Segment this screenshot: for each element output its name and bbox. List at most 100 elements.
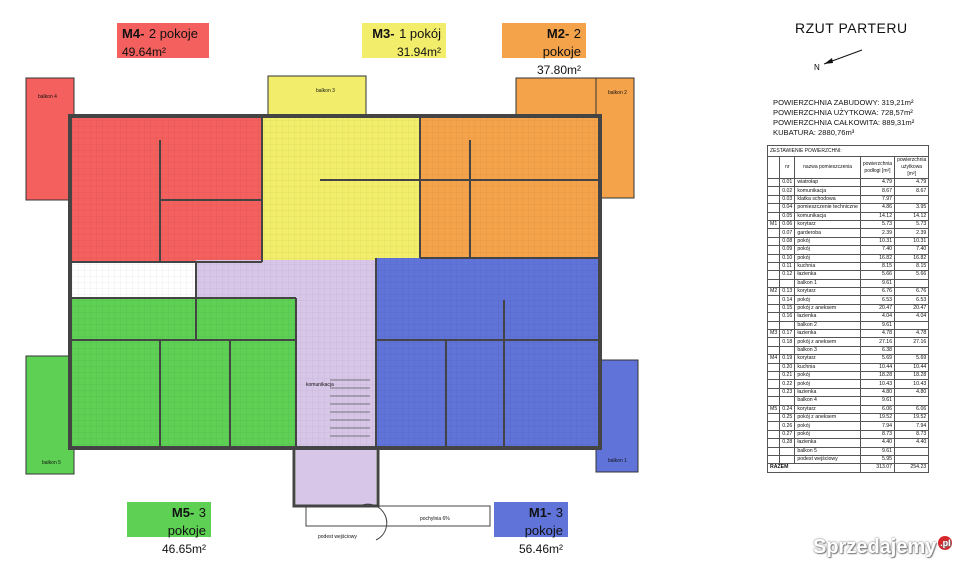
cell-b: 4.04	[894, 312, 930, 322]
table-title: ZESTAWIENIE POWIERZCHNI:	[766, 145, 930, 157]
cell-name: korytarz	[794, 219, 861, 230]
cell-a: 4.78	[859, 329, 896, 339]
stat-line: POWIERZCHNIA ZABUDOWY: 319,21m²	[773, 98, 914, 108]
cell-a: 5.66	[859, 270, 896, 280]
cell-name: pokój	[794, 295, 861, 305]
cell-nr: 0.10	[779, 253, 796, 263]
cell-b: 5.73	[894, 219, 930, 230]
entrance-ramp	[305, 505, 491, 527]
cell-name: łazienka	[794, 270, 861, 280]
cell-g: M5	[766, 404, 781, 414]
cell-g: M3	[766, 329, 781, 339]
stat-value: 889,31m²	[882, 118, 915, 127]
col-floor-area: powierzchnia podłogi [m²]	[859, 156, 896, 179]
cell-g	[766, 245, 781, 255]
cell-a: 2.39	[859, 228, 896, 238]
apartment-area: 56.46m²	[518, 542, 563, 556]
cell-g	[766, 337, 781, 347]
page-title: RZUT PARTERU	[795, 20, 908, 36]
cell-g	[766, 303, 781, 314]
cell-nr: 0.24	[779, 404, 796, 414]
cell-g: M1	[766, 219, 781, 230]
cell-b: 10.43	[894, 379, 930, 389]
cell-name: balkon 1	[794, 278, 861, 289]
cell-a: 4.40	[859, 438, 896, 448]
apartment-area: 46.65m²	[161, 542, 206, 556]
cell-nr: 0.11	[779, 261, 796, 272]
cell-a: 18.28	[859, 370, 896, 381]
cell-b	[894, 194, 930, 205]
cell-b	[894, 396, 930, 406]
cell-a: 6.38	[859, 345, 896, 356]
cell-name: pokój z aneksem	[794, 303, 861, 314]
apartment-rooms: 1 pokój	[399, 26, 441, 41]
cell-g	[766, 345, 781, 356]
cell-nr: 0.23	[779, 387, 796, 398]
cell-a: 6.76	[859, 287, 896, 297]
cell-g	[766, 295, 781, 305]
cell-name: kuchnia	[794, 261, 861, 272]
cell-g	[766, 446, 781, 456]
cell-nr: 0.27	[779, 429, 796, 440]
cell-nr: 0.14	[779, 295, 796, 305]
cell-nr: 0.16	[779, 312, 796, 322]
apartment-id: M2	[546, 26, 565, 41]
cell-name: pokój	[794, 379, 861, 389]
cell-nr	[779, 345, 796, 356]
col-nr: nr	[779, 156, 796, 179]
cell-nr	[779, 454, 796, 465]
cell-name: balkon 5	[794, 446, 861, 456]
cell-nr	[779, 278, 796, 289]
cell-a: 4.04	[859, 312, 896, 322]
cell-nr: 0.06	[779, 219, 796, 230]
north-letter: N	[814, 63, 820, 72]
cell-a: 6.53	[859, 295, 896, 305]
cell-name: korytarz	[794, 354, 861, 364]
cell-nr: 0.02	[779, 186, 796, 196]
total-label: RAZEM	[767, 463, 861, 473]
cell-g	[766, 362, 781, 373]
balcony-2-side	[595, 77, 635, 199]
balcony-4	[25, 77, 75, 201]
cell-b: 3.95	[894, 203, 930, 213]
cell-name: pokój	[794, 421, 861, 431]
cell-a: 20.47	[859, 303, 896, 314]
cell-nr	[779, 446, 796, 456]
stat-line: POWIERZCHNIA CAŁKOWITA: 889,31m²	[773, 118, 914, 128]
cell-b: 4.40	[894, 438, 930, 448]
apartment-rooms: 2 pokoje	[542, 26, 581, 59]
stat-label: KUBATURA:	[773, 128, 816, 137]
cell-nr: 0.12	[779, 270, 796, 280]
cell-b: 18.28	[894, 370, 930, 381]
cell-a: 10.43	[859, 379, 896, 389]
cell-a: 8.67	[859, 186, 896, 196]
cell-a: 8.15	[859, 261, 896, 272]
cell-nr	[779, 396, 796, 406]
apartment-m1-label: M1- 3 pokoje 56.46m²	[494, 502, 568, 556]
cell-g	[766, 186, 781, 196]
apartment-area: 49.64m²	[122, 45, 167, 59]
cell-name: pokój	[794, 245, 861, 255]
cell-b: 8.67	[894, 186, 930, 196]
cell-nr: 0.25	[779, 412, 796, 423]
cell-nr: 0.13	[779, 287, 796, 297]
cell-b: 4.80	[894, 387, 930, 398]
cell-nr: 0.28	[779, 438, 796, 448]
cell-nr: 0.07	[779, 228, 796, 238]
cell-b: 10.31	[894, 236, 930, 247]
